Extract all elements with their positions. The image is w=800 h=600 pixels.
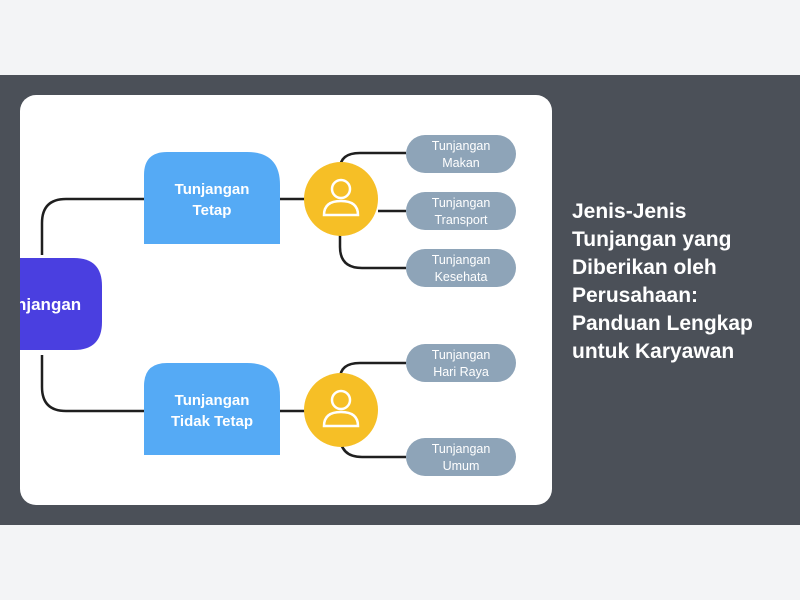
leaf-transport-line2: Transport bbox=[434, 213, 488, 227]
leaf-node-umum[interactable]: Tunjangan Umum bbox=[406, 438, 516, 476]
branch-tidak-tetap-label-line1: Tunjangan bbox=[175, 392, 250, 409]
leaf-node-makan[interactable]: Tunjangan Makan bbox=[406, 135, 516, 173]
article-title[interactable]: Jenis-Jenis Tunjangan yang Diberikan ole… bbox=[572, 200, 753, 363]
root-node[interactable]: njangan bbox=[20, 258, 102, 350]
root-node-label: njangan bbox=[20, 295, 81, 314]
leaf-hari-raya-line1: Tunjangan bbox=[432, 348, 491, 362]
leaf-node-kesehatan[interactable]: Tunjangan Kesehata bbox=[406, 249, 516, 287]
leaf-hari-raya-line2: Hari Raya bbox=[433, 365, 489, 379]
mind-map-diagram: njangan Tunjangan Tetap Tunjangan Tidak … bbox=[20, 135, 516, 476]
branch-tetap-label-line2: Tetap bbox=[193, 202, 232, 219]
leaf-kesehatan-line2: Kesehata bbox=[435, 270, 488, 284]
connector-root-to-tidak-tetap bbox=[40, 355, 148, 413]
leaf-transport-line1: Tunjangan bbox=[432, 196, 491, 210]
hub-node-tetap bbox=[304, 162, 378, 236]
image-card[interactable]: njangan Tunjangan Tetap Tunjangan Tidak … bbox=[20, 95, 552, 505]
leaf-node-transport[interactable]: Tunjangan Transport bbox=[406, 192, 516, 230]
leaf-node-hari-raya[interactable]: Tunjangan Hari Raya bbox=[406, 344, 516, 382]
leaf-makan-line2: Makan bbox=[442, 156, 480, 170]
user-icon bbox=[322, 178, 360, 217]
user-icon bbox=[322, 389, 360, 428]
branch-tidak-tetap-label-line2: Tidak Tetap bbox=[171, 413, 253, 430]
connector-root-to-tetap bbox=[40, 197, 148, 255]
leaf-kesehatan-line1: Tunjangan bbox=[432, 253, 491, 267]
leaf-umum-line1: Tunjangan bbox=[432, 442, 491, 456]
connector-hub-to-kesehatan bbox=[338, 235, 406, 270]
branch-node-tidak-tetap[interactable]: Tunjangan Tidak Tetap bbox=[144, 363, 280, 455]
hub-node-tidak-tetap bbox=[304, 373, 378, 447]
leaf-umum-line2: Umum bbox=[443, 459, 480, 473]
leaf-makan-line1: Tunjangan bbox=[432, 139, 491, 153]
branch-tetap-label-line1: Tunjangan bbox=[175, 181, 250, 198]
branch-node-tetap[interactable]: Tunjangan Tetap bbox=[144, 152, 280, 244]
